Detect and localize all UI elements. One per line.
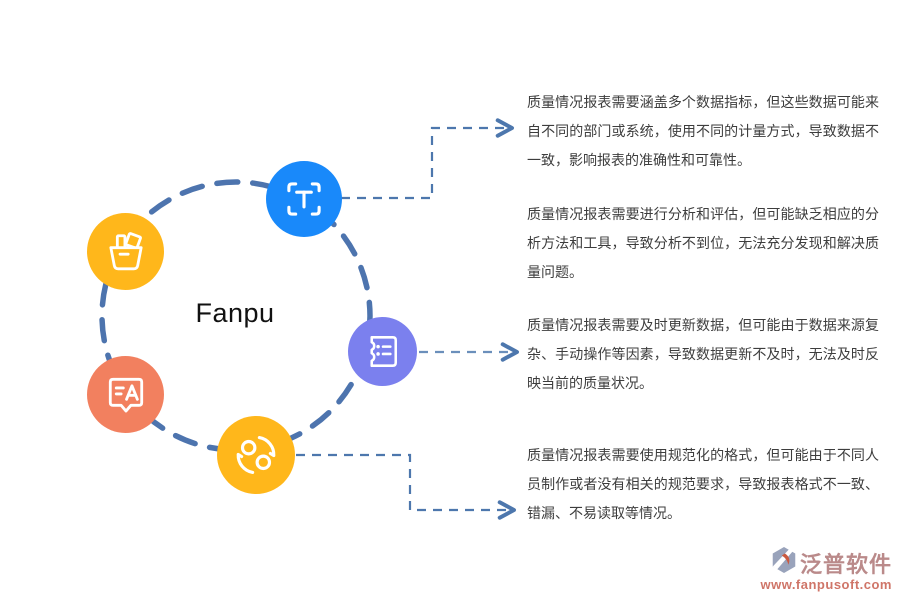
translate-chat-node (87, 356, 164, 433)
fanpu-watermark: 泛普软件 www.fanpusoft.com (760, 546, 892, 592)
watermark-brand-text: 泛普软件 (799, 551, 892, 577)
note-format-standardization: 质量情况报表需要使用规范化的格式，但可能由于不同人员制作或者没有相关的规范要求，… (527, 447, 879, 521)
basket-icon (100, 226, 152, 278)
sync-node (217, 416, 295, 494)
translate-chat-icon (100, 369, 152, 421)
sync-icon (229, 428, 283, 482)
center-brand-label: Fanpu (195, 298, 275, 328)
note-analysis-evaluation: 质量情况报表需要进行分析和评估，但可能缺乏相应的分析方法和工具，导致分析不到位，… (527, 206, 879, 280)
fanpu-logo-icon (771, 546, 797, 579)
note-data-timeliness: 质量情况报表需要及时更新数据，但可能由于数据来源复杂、手动操作等因素，导致数据更… (527, 317, 879, 391)
scan-text-node (266, 161, 342, 237)
ticket-node (348, 317, 417, 386)
ticket-icon (359, 328, 406, 375)
watermark-url-text: www.fanpusoft.com (760, 577, 892, 592)
note-data-consistency: 质量情况报表需要涵盖多个数据指标，但这些数据可能来自不同的部门或系统，使用不同的… (527, 94, 879, 168)
scan-text-icon (279, 174, 329, 224)
connector-note-1 (341, 118, 514, 200)
basket-node (87, 213, 164, 290)
dashed-cycle-circle (99, 179, 373, 453)
connector-note-4 (296, 453, 516, 520)
